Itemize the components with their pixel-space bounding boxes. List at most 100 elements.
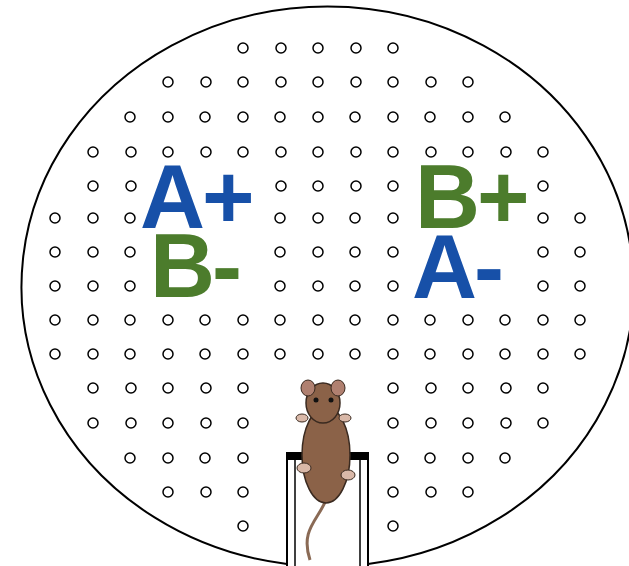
maze-hole: [50, 315, 60, 325]
maze-hole: [426, 487, 436, 497]
maze-hole: [88, 181, 98, 191]
rat-paw: [296, 414, 308, 422]
start-box-wall: [359, 460, 361, 566]
maze-hole: [538, 147, 548, 157]
maze-hole: [200, 349, 210, 359]
maze-hole: [126, 383, 136, 393]
maze-hole: [163, 112, 173, 122]
maze-hole: [238, 112, 248, 122]
maze-hole: [201, 383, 211, 393]
maze-hole: [50, 349, 60, 359]
maze-hole: [125, 112, 135, 122]
maze-outline: [22, 6, 629, 564]
maze-hole: [163, 418, 173, 428]
maze-hole: [163, 487, 173, 497]
maze-hole: [163, 77, 173, 87]
maze-hole: [350, 213, 360, 223]
maze-hole: [238, 418, 248, 428]
maze-hole: [313, 181, 323, 191]
maze-hole: [163, 349, 173, 359]
maze-hole: [463, 77, 473, 87]
maze-hole: [276, 77, 286, 87]
maze-hole: [501, 418, 511, 428]
rat-drawing: [296, 380, 355, 560]
maze-hole: [388, 213, 398, 223]
maze-hole: [500, 112, 510, 122]
maze-hole: [125, 247, 135, 257]
maze-hole: [126, 181, 136, 191]
maze-hole: [500, 453, 510, 463]
maze-hole: [463, 349, 473, 359]
maze-hole: [463, 112, 473, 122]
maze-hole: [388, 487, 398, 497]
maze-hole: [313, 112, 323, 122]
maze-hole: [276, 43, 286, 53]
maze-hole: [350, 247, 360, 257]
maze-hole: [463, 418, 473, 428]
maze-hole: [463, 453, 473, 463]
maze-hole: [388, 418, 398, 428]
maze-hole: [388, 147, 398, 157]
maze-hole: [463, 383, 473, 393]
maze-hole: [575, 281, 585, 291]
maze-hole: [125, 281, 135, 291]
maze-hole: [163, 383, 173, 393]
maze-hole: [88, 247, 98, 257]
maze-hole: [575, 315, 585, 325]
maze-hole: [538, 247, 548, 257]
maze-hole: [538, 383, 548, 393]
rat-eye: [314, 398, 319, 403]
maze-hole: [388, 43, 398, 53]
maze-hole: [388, 315, 398, 325]
maze-hole: [275, 247, 285, 257]
maze-hole: [538, 213, 548, 223]
rat-paw: [297, 463, 311, 473]
maze-hole: [426, 77, 436, 87]
maze-hole: [200, 112, 210, 122]
maze-hole: [388, 349, 398, 359]
maze-hole: [276, 147, 286, 157]
maze-hole: [201, 77, 211, 87]
maze-hole: [238, 521, 248, 531]
maze-hole: [313, 147, 323, 157]
maze-hole: [125, 349, 135, 359]
maze-hole: [351, 77, 361, 87]
maze-hole: [313, 247, 323, 257]
maze-hole: [575, 349, 585, 359]
maze-hole: [313, 213, 323, 223]
rat-eye: [329, 398, 334, 403]
start-box-wall: [286, 452, 288, 566]
maze-hole: [88, 281, 98, 291]
maze-hole: [575, 213, 585, 223]
maze-hole: [238, 383, 248, 393]
maze-hole: [388, 281, 398, 291]
maze-hole: [50, 281, 60, 291]
maze-hole: [425, 315, 435, 325]
maze-hole: [238, 43, 248, 53]
maze-hole: [126, 418, 136, 428]
maze-hole: [163, 453, 173, 463]
maze-hole: [538, 349, 548, 359]
maze-hole: [388, 77, 398, 87]
maze-hole: [275, 315, 285, 325]
maze-hole: [201, 487, 211, 497]
maze-hole: [388, 453, 398, 463]
start-box-wall: [367, 452, 369, 566]
maze-hole: [163, 315, 173, 325]
maze-hole: [351, 181, 361, 191]
maze-hole: [500, 349, 510, 359]
maze-hole: [575, 247, 585, 257]
maze-hole: [275, 112, 285, 122]
maze-hole: [463, 487, 473, 497]
maze-hole: [351, 43, 361, 53]
maze-hole: [425, 453, 435, 463]
rat-tail: [307, 500, 326, 560]
maze-hole: [50, 213, 60, 223]
maze-hole: [388, 181, 398, 191]
maze-hole: [538, 181, 548, 191]
maze-hole: [88, 147, 98, 157]
maze-hole: [275, 349, 285, 359]
rat-ear: [331, 380, 345, 396]
maze-hole: [88, 315, 98, 325]
